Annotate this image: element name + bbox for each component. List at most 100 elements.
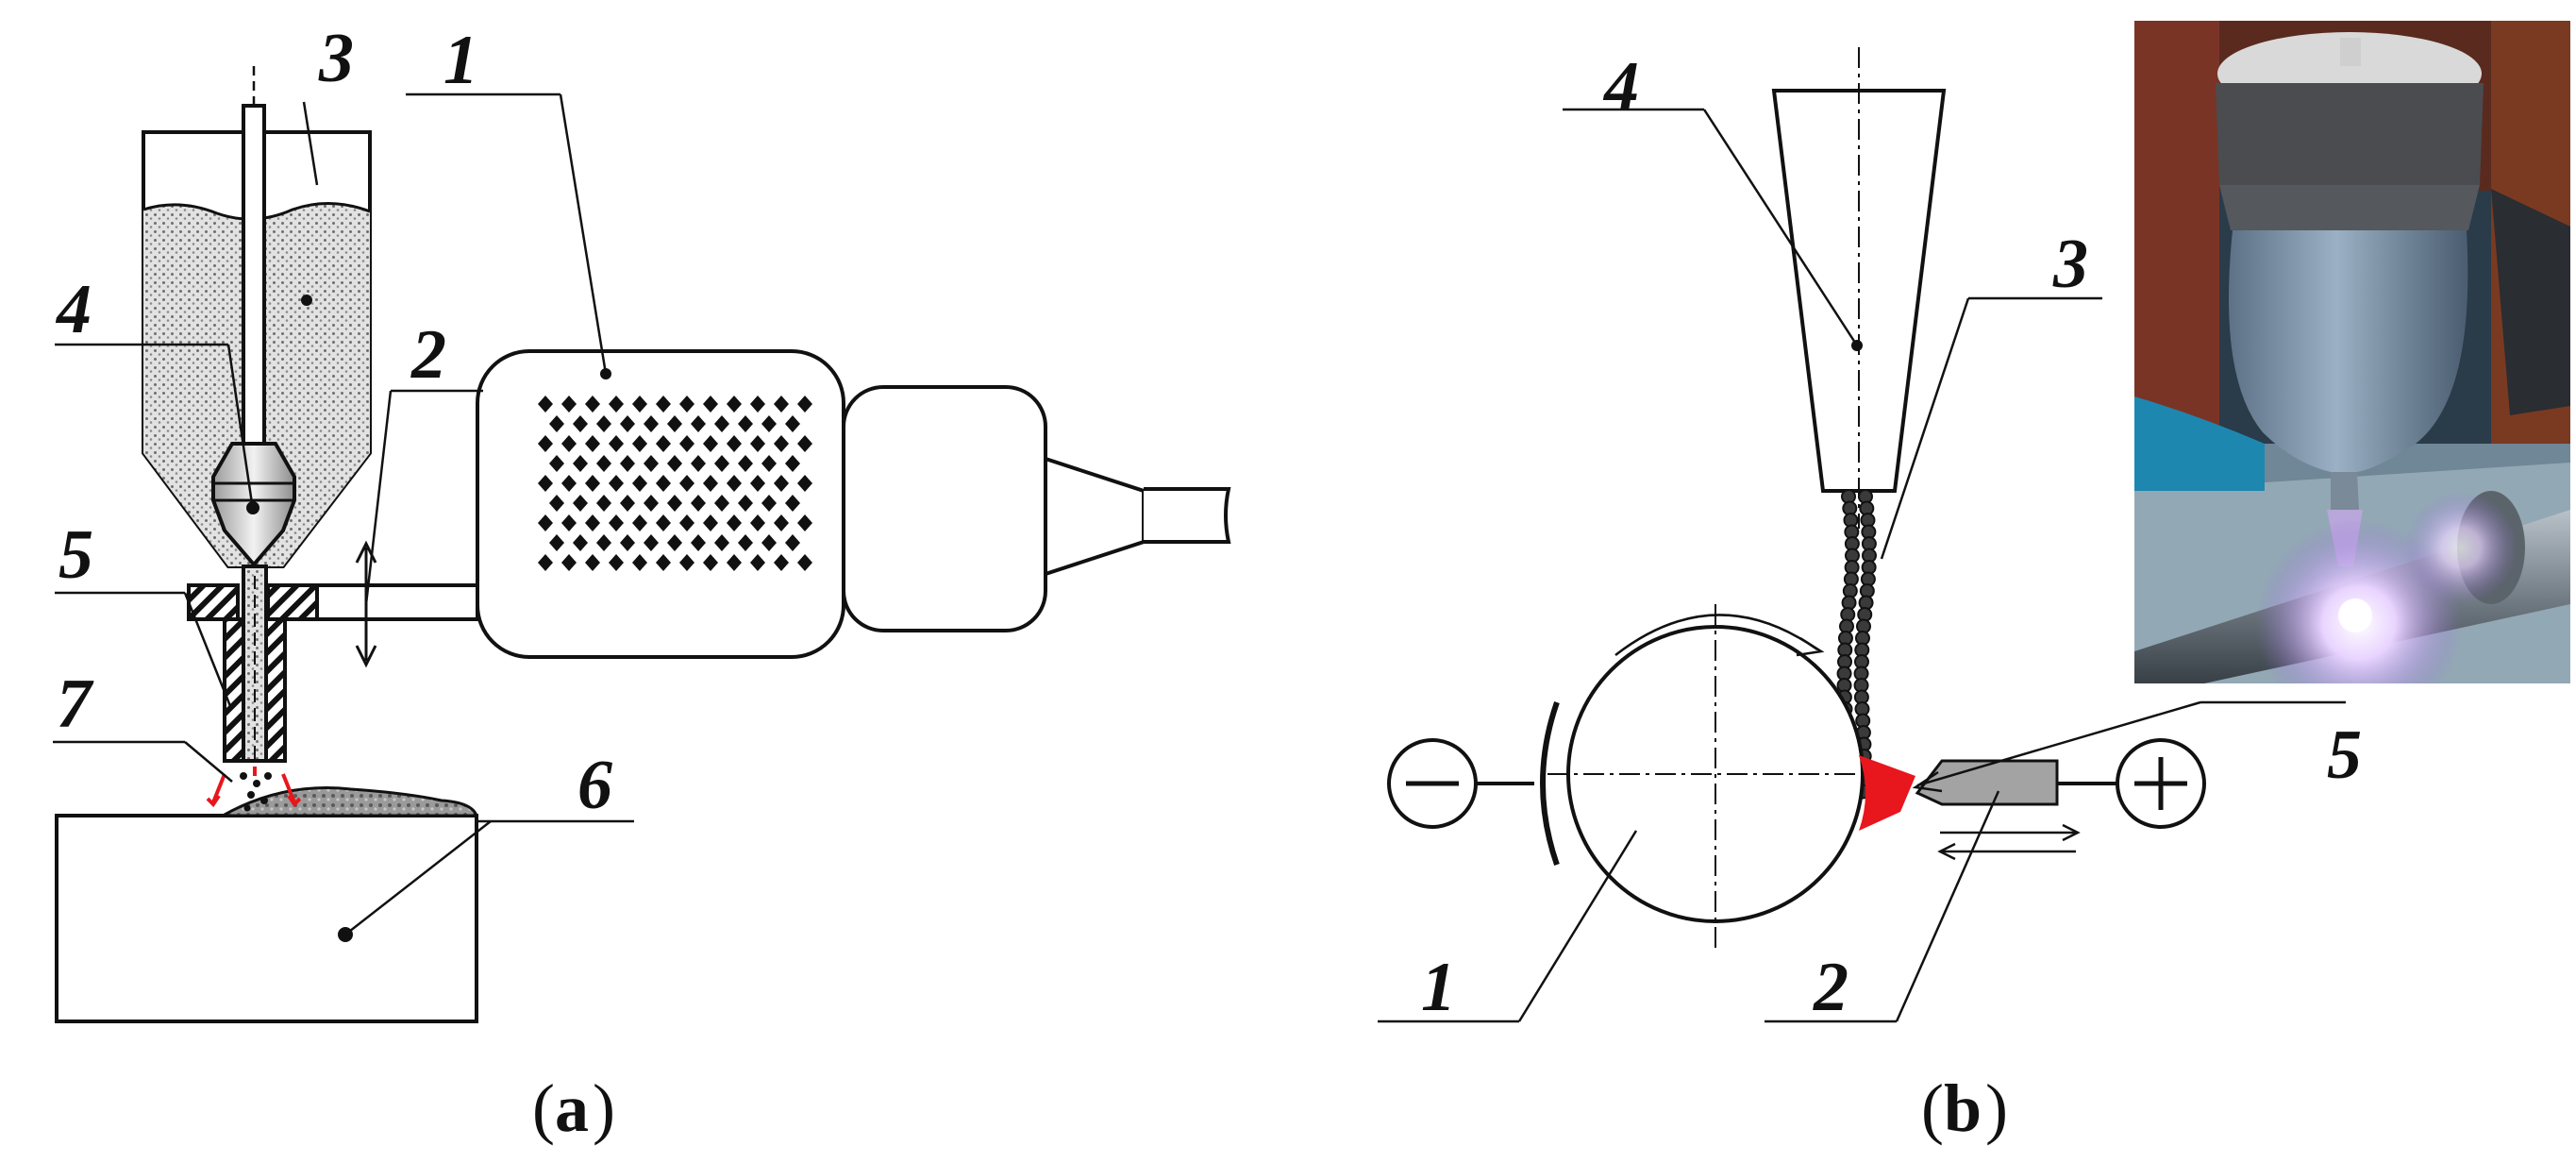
- vent-dot: [561, 514, 577, 531]
- vent-dot: [703, 554, 718, 571]
- caption-a-letter: a: [555, 1070, 589, 1146]
- vent-dot: [585, 475, 600, 492]
- vent-dot: [667, 495, 682, 512]
- vent-dot: [774, 554, 789, 571]
- brush-contact: [1540, 701, 1560, 866]
- vent-dot: [761, 495, 777, 512]
- vent-dot: [573, 455, 588, 472]
- flange-right: [266, 583, 319, 621]
- vent-dot: [774, 396, 789, 413]
- caption-b-close: ): [1985, 1070, 2008, 1146]
- vent-dot: [691, 455, 706, 472]
- vent-dot: [679, 396, 694, 413]
- vent-dot: [691, 534, 706, 551]
- vent-dot: [573, 495, 588, 512]
- vent-dot: [750, 396, 765, 413]
- vent-dot: [585, 554, 600, 571]
- substrate: [55, 814, 478, 1023]
- vent-dot: [667, 534, 682, 551]
- nozzle-wall-right: [264, 617, 287, 763]
- label-a-4: 4: [55, 271, 92, 348]
- caption-a-open: (: [532, 1070, 555, 1146]
- vent-dot: [620, 495, 635, 512]
- label-a-5: 5: [59, 516, 93, 594]
- vent-dot: [679, 435, 694, 452]
- label-a-1: 1: [443, 22, 478, 99]
- vent-dot: [750, 554, 765, 571]
- label-b-3: 3: [2052, 226, 2088, 303]
- vent-dot: [667, 455, 682, 472]
- vent-dot: [549, 415, 564, 432]
- label-a-6: 6: [577, 747, 612, 824]
- vent-dot: [632, 435, 647, 452]
- vent-dot: [714, 455, 729, 472]
- arc-deposit: [1859, 755, 1915, 831]
- caption-b-letter: b: [1944, 1070, 1982, 1146]
- vent-dot: [644, 455, 659, 472]
- vent-dot: [656, 396, 671, 413]
- vent-dot: [585, 435, 600, 452]
- vent-dot: [761, 415, 777, 432]
- panel-a-leader-lines: [53, 93, 634, 935]
- vent-dot: [644, 415, 659, 432]
- motor-body: [842, 385, 1047, 632]
- vent-dot: [667, 415, 682, 432]
- vent-dot: [727, 396, 742, 413]
- label-a-2: 2: [410, 316, 446, 394]
- vent-dot: [714, 415, 729, 432]
- rotation-arrow: [1614, 614, 1818, 656]
- vent-dot: [561, 475, 577, 492]
- vent-dot: [609, 514, 624, 531]
- vent-dot: [738, 455, 753, 472]
- vent-dot: [703, 514, 718, 531]
- vent-dot: [620, 415, 635, 432]
- vent-dot: [609, 396, 624, 413]
- electrode: [1915, 759, 2059, 806]
- vent-dot: [679, 554, 694, 571]
- vent-dot: [561, 435, 577, 452]
- vent-dot: [620, 534, 635, 551]
- center-rod: [242, 104, 266, 447]
- vent-dot: [656, 554, 671, 571]
- vent-dot: [538, 475, 553, 492]
- vent-dot: [691, 495, 706, 512]
- vent-dot: [774, 475, 789, 492]
- vent-dot: [538, 554, 553, 571]
- vent-dot: [656, 514, 671, 531]
- vent-dot: [703, 396, 718, 413]
- vent-dot: [727, 435, 742, 452]
- vent-dot: [703, 435, 718, 452]
- particle-jet: [240, 772, 272, 812]
- vent-dot: [561, 554, 577, 571]
- vent-dot: [797, 475, 812, 492]
- panel-b-diagram: [1378, 47, 2346, 1023]
- vibrator-arm: [315, 583, 479, 621]
- vent-dot: [750, 475, 765, 492]
- panel-a-diagram: [53, 66, 1231, 1023]
- vent-dot: [538, 514, 553, 531]
- vent-dot: [785, 415, 800, 432]
- vent-dot: [727, 554, 742, 571]
- vent-dot: [573, 415, 588, 432]
- vent-dot: [774, 435, 789, 452]
- vent-dot: [549, 495, 564, 512]
- label-b-2: 2: [1813, 949, 1848, 1026]
- vent-dot: [761, 534, 777, 551]
- vent-dot: [620, 455, 635, 472]
- vent-dot: [538, 435, 553, 452]
- vent-dot: [632, 514, 647, 531]
- vent-dot: [797, 396, 812, 413]
- vent-dot: [714, 495, 729, 512]
- vent-dot: [644, 495, 659, 512]
- label-b-4: 4: [1602, 48, 1639, 126]
- caption-a-close: ): [593, 1070, 615, 1146]
- vent-dot: [727, 514, 742, 531]
- vent-dot: [561, 396, 577, 413]
- vent-dot: [703, 475, 718, 492]
- vent-dot: [785, 495, 800, 512]
- vent-dot: [738, 415, 753, 432]
- vent-dot: [549, 455, 564, 472]
- vent-dot: [797, 554, 812, 571]
- vent-dot: [609, 475, 624, 492]
